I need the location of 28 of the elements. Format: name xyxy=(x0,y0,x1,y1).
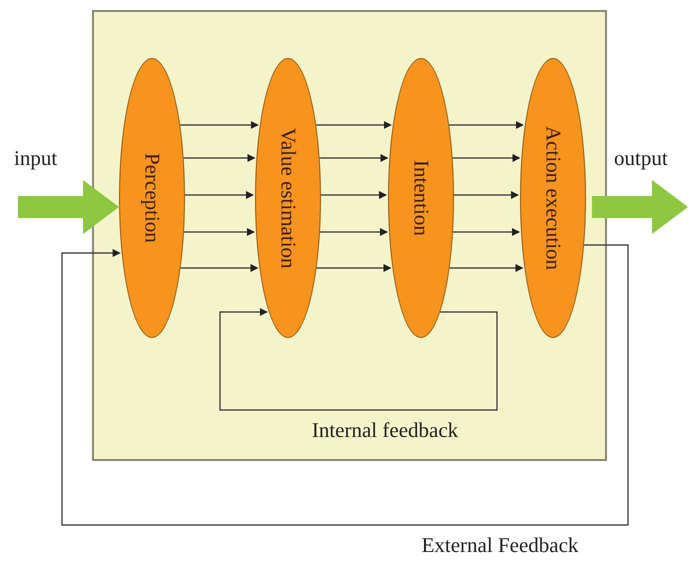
block-arrow xyxy=(592,180,688,234)
arrow xyxy=(180,121,259,129)
arrow xyxy=(61,244,629,526)
stage-label: Action execution xyxy=(542,126,564,270)
block-arrow xyxy=(18,180,120,234)
arrow xyxy=(185,191,254,199)
io-label: input xyxy=(14,148,58,169)
stage-label: Perception xyxy=(142,153,162,243)
arrow xyxy=(320,154,388,162)
arrow xyxy=(320,228,388,236)
stage-label: Value estimation xyxy=(278,128,298,268)
edge-label: Internal feedback xyxy=(310,420,460,441)
arrow xyxy=(316,121,392,129)
arrow xyxy=(180,264,258,272)
arrow xyxy=(184,154,256,162)
arrow xyxy=(184,228,255,236)
arrow xyxy=(219,308,498,411)
stage-label: Intention xyxy=(410,160,432,236)
arrow xyxy=(452,154,520,162)
arrow xyxy=(454,191,519,199)
io-label: output xyxy=(614,148,668,169)
arrow xyxy=(316,264,392,272)
arrow xyxy=(449,121,524,129)
arrow xyxy=(453,228,520,236)
system-panel xyxy=(92,10,607,461)
arrow xyxy=(321,191,387,199)
arrow xyxy=(450,264,524,272)
edge-label: External Feedback xyxy=(420,535,580,556)
